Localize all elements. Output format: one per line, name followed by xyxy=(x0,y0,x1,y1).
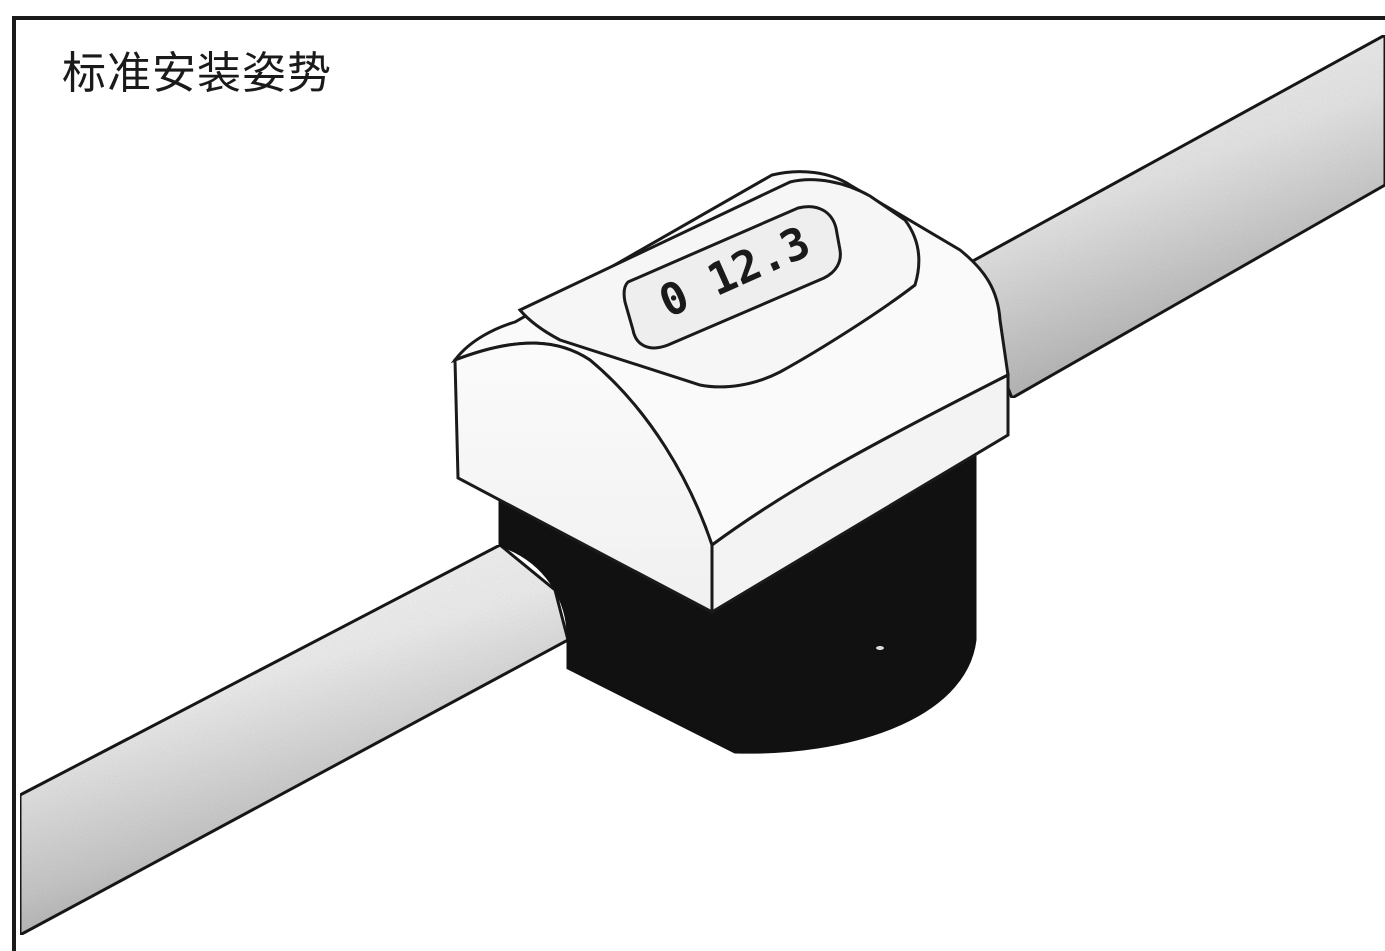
figure-border xyxy=(12,16,1385,951)
housing-side-face xyxy=(710,372,1010,615)
pipe-right xyxy=(958,33,1385,401)
figure-title: 标准安装姿势 xyxy=(62,48,332,99)
housing-front-face xyxy=(453,341,714,615)
pipe-left xyxy=(18,543,570,938)
